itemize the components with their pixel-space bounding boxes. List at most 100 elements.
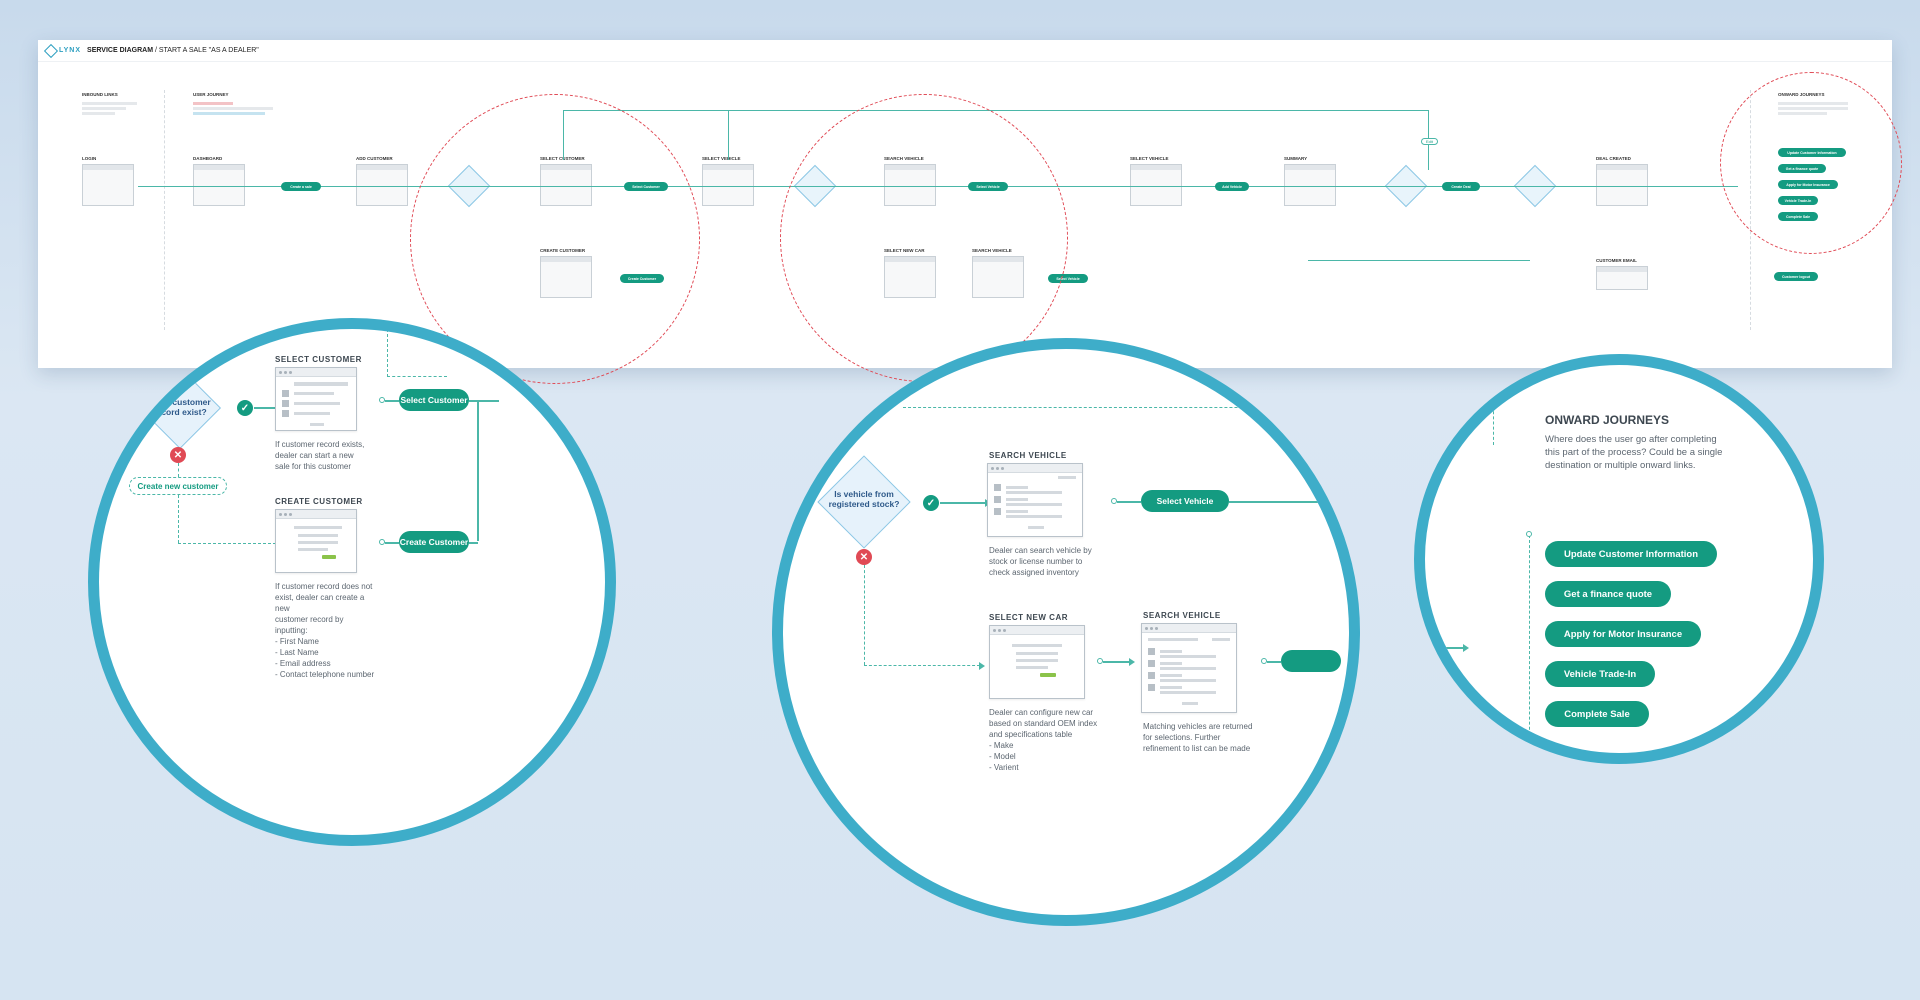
zoom2-select-new-car-desc: Dealer can configure new car based on st… (989, 707, 1109, 773)
step-select-vehicle-2: SELECT VEHICLE (1130, 156, 1169, 161)
create-customer-button[interactable]: Create Customer (399, 531, 469, 553)
zoom3-desc: Where does the user go after completing … (1545, 433, 1745, 472)
zoom1-create-desc-line-3: customer record by inputting: (275, 615, 344, 635)
zoom3-desc-line-3: destination or multiple onward links. (1545, 460, 1696, 471)
zoom3-desc-line-2: this part of the process? Could be a sin… (1545, 447, 1723, 458)
zoom2-no-cross-icon: ✕ (856, 549, 872, 565)
zoom1-create-item-phone: - Contact telephone number (275, 670, 375, 679)
zoom1-decision-text: Does customer record exist? (149, 397, 211, 417)
zoom2-no-arrow-icon (979, 662, 985, 670)
step-login: LOGIN (82, 156, 97, 161)
zoom2-search-desc-line-1: Dealer can search vehicle by (989, 546, 1092, 555)
zoom1-select-customer-desc: If customer record exists, dealer can st… (275, 440, 365, 471)
zoom1-create-customer-title: CREATE CUSTOMER (275, 497, 363, 506)
mini-pill-add-vehicle[interactable]: Add Vehicle (1215, 182, 1249, 191)
zoom2-search-vehicle-2-title: SEARCH VEHICLE (1143, 611, 1221, 620)
inbound-links-label: INBOUND LINKS (82, 92, 118, 97)
step-add-customer: ADD CUSTOMER (356, 156, 393, 161)
zoom1-select-customer-title: SELECT CUSTOMER (275, 355, 362, 364)
zoom2-search-out-line (1229, 501, 1349, 503)
zoom1-create-item-last-name: - Last Name (275, 648, 319, 657)
apply-motor-insurance-button[interactable]: Apply for Motor Insurance (1545, 621, 1701, 647)
zoom1-create-desc-line-1: If customer record does not (275, 582, 373, 591)
zoom2-search2-line (1267, 661, 1281, 663)
zoom1-select-customer-card (275, 367, 357, 431)
login-screen-thumb (82, 164, 134, 206)
select-customer-button[interactable]: Select Customer (399, 389, 469, 411)
lynx-logo: LYNX (43, 43, 82, 58)
zoom1-connector-top (387, 329, 388, 377)
callout-circle-vehicle (780, 94, 1068, 382)
zoom1-create-customer-desc: If customer record does not exist, deale… (275, 581, 375, 680)
user-journey-label: USER JOURNEY (193, 92, 229, 97)
complete-sale-button[interactable]: Complete Sale (1545, 701, 1649, 727)
zoom2-newcar-item-model: - Model (989, 752, 1016, 761)
select-vehicle-button[interactable]: Select Vehicle (1141, 490, 1229, 512)
mini-pill-select-vehicle-2[interactable]: Select Vehicle (1048, 274, 1088, 283)
deal-created-thumb (1596, 164, 1648, 206)
zoom1-create-line-h (178, 543, 276, 544)
zoom1-no-cross-icon: ✕ (170, 447, 186, 463)
zoom2-newcar-desc-line-3: and specifications table (989, 730, 1073, 739)
zoom2-select-new-car-title: SELECT NEW CAR (989, 613, 1068, 622)
zoom1-create-node (379, 539, 385, 545)
zoom2-search2-desc-line-1: Matching vehicles are returned (1143, 722, 1253, 731)
mini-pill-create-deal[interactable]: Create Deal (1442, 182, 1480, 191)
zoom2-newcar-line (1103, 661, 1131, 663)
zoom2-no-line-h (864, 665, 980, 666)
zoom2-newcar-item-make: - Make (989, 741, 1014, 750)
zoom2-search-line (1117, 501, 1141, 503)
callout-circle-onward (1720, 72, 1902, 254)
zoom3-incoming-line (1425, 647, 1465, 649)
zoom3-column-divider (1493, 365, 1494, 445)
zoom2-partial-pill[interactable] (1281, 650, 1341, 672)
customer-email-thumb (1596, 266, 1648, 290)
breadcrumb: SERVICE DIAGRAM / START A SALE "AS A DEA… (87, 47, 259, 54)
zoom2-yes-check-icon: ✓ (923, 495, 939, 511)
zoom2-search-vehicle-title: SEARCH VEHICLE (989, 451, 1067, 460)
zoom1-create-line-2 (385, 542, 399, 544)
zoom2-select-new-car-card (989, 625, 1085, 699)
zoom1-create-customer-card (275, 509, 357, 573)
summary-thumb (1284, 164, 1336, 206)
mini-pill-create-sale[interactable]: Create a sale (281, 182, 321, 191)
zoom3-desc-line-1: Where does the user go after completing (1545, 434, 1717, 445)
zoom1-select-line (385, 400, 399, 402)
zoom2-search-vehicle-desc: Dealer can search vehicle by stock or li… (989, 545, 1099, 578)
zoom1-yes-check-icon: ✓ (237, 400, 253, 416)
zoom2-newcar-item-varient: - Varient (989, 763, 1019, 772)
logo-text: LYNX (59, 47, 82, 54)
get-finance-quote-button[interactable]: Get a finance quote (1545, 581, 1671, 607)
zoom2-search-vehicle-2-desc: Matching vehicles are returned for selec… (1143, 721, 1273, 754)
mini-edit-label: Edit (1421, 138, 1438, 145)
diagram-title: SERVICE DIAGRAM (87, 47, 154, 54)
zoom2-yes-line (940, 502, 986, 504)
update-customer-information-button[interactable]: Update Customer Information (1545, 541, 1717, 567)
zoom3-title: ONWARD JOURNEYS (1545, 413, 1670, 427)
service-diagram-board: LYNX SERVICE DIAGRAM / START A SALE "AS … (38, 40, 1902, 384)
zoom-vehicle-stock: Is vehicle from registered stock? ✓ ✕ SE… (772, 338, 1360, 926)
edit-return-line (563, 110, 1428, 111)
zoom2-decision-text: Is vehicle from registered stock? (828, 489, 900, 509)
column-divider (164, 90, 165, 330)
lynx-logo-icon (43, 43, 59, 58)
zoom2-no-line (864, 565, 865, 665)
create-new-customer-link[interactable]: Create new customer (129, 477, 227, 495)
callout-circle-customer (410, 94, 700, 384)
zoom1-create-line (178, 495, 179, 543)
zoom2-newcar-desc-line-1: Dealer can configure new car (989, 708, 1094, 717)
step-dashboard: DASHBOARD (193, 156, 223, 161)
select-vehicle-thumb (702, 164, 754, 206)
zoom2-search-vehicle-card (987, 463, 1083, 537)
user-journey-desc (193, 100, 273, 115)
dashboard-screen-thumb (193, 164, 245, 206)
zoom2-search-node (1111, 498, 1117, 504)
vehicle-trade-in-button[interactable]: Vehicle Trade-In (1545, 661, 1655, 687)
mini-pill-customer-logout[interactable]: Customer logout (1774, 272, 1818, 281)
zoom1-select-out-line (469, 400, 499, 402)
zoom2-search-desc-line-2: stock or license number to (989, 557, 1083, 566)
zoom2-newcar-desc-line-2: based on standard OEM index (989, 719, 1098, 728)
select-vehicle-2-thumb (1130, 164, 1182, 206)
zoom3-link-node (1526, 531, 1532, 537)
step-deal-created: DEAL CREATED (1596, 156, 1631, 161)
